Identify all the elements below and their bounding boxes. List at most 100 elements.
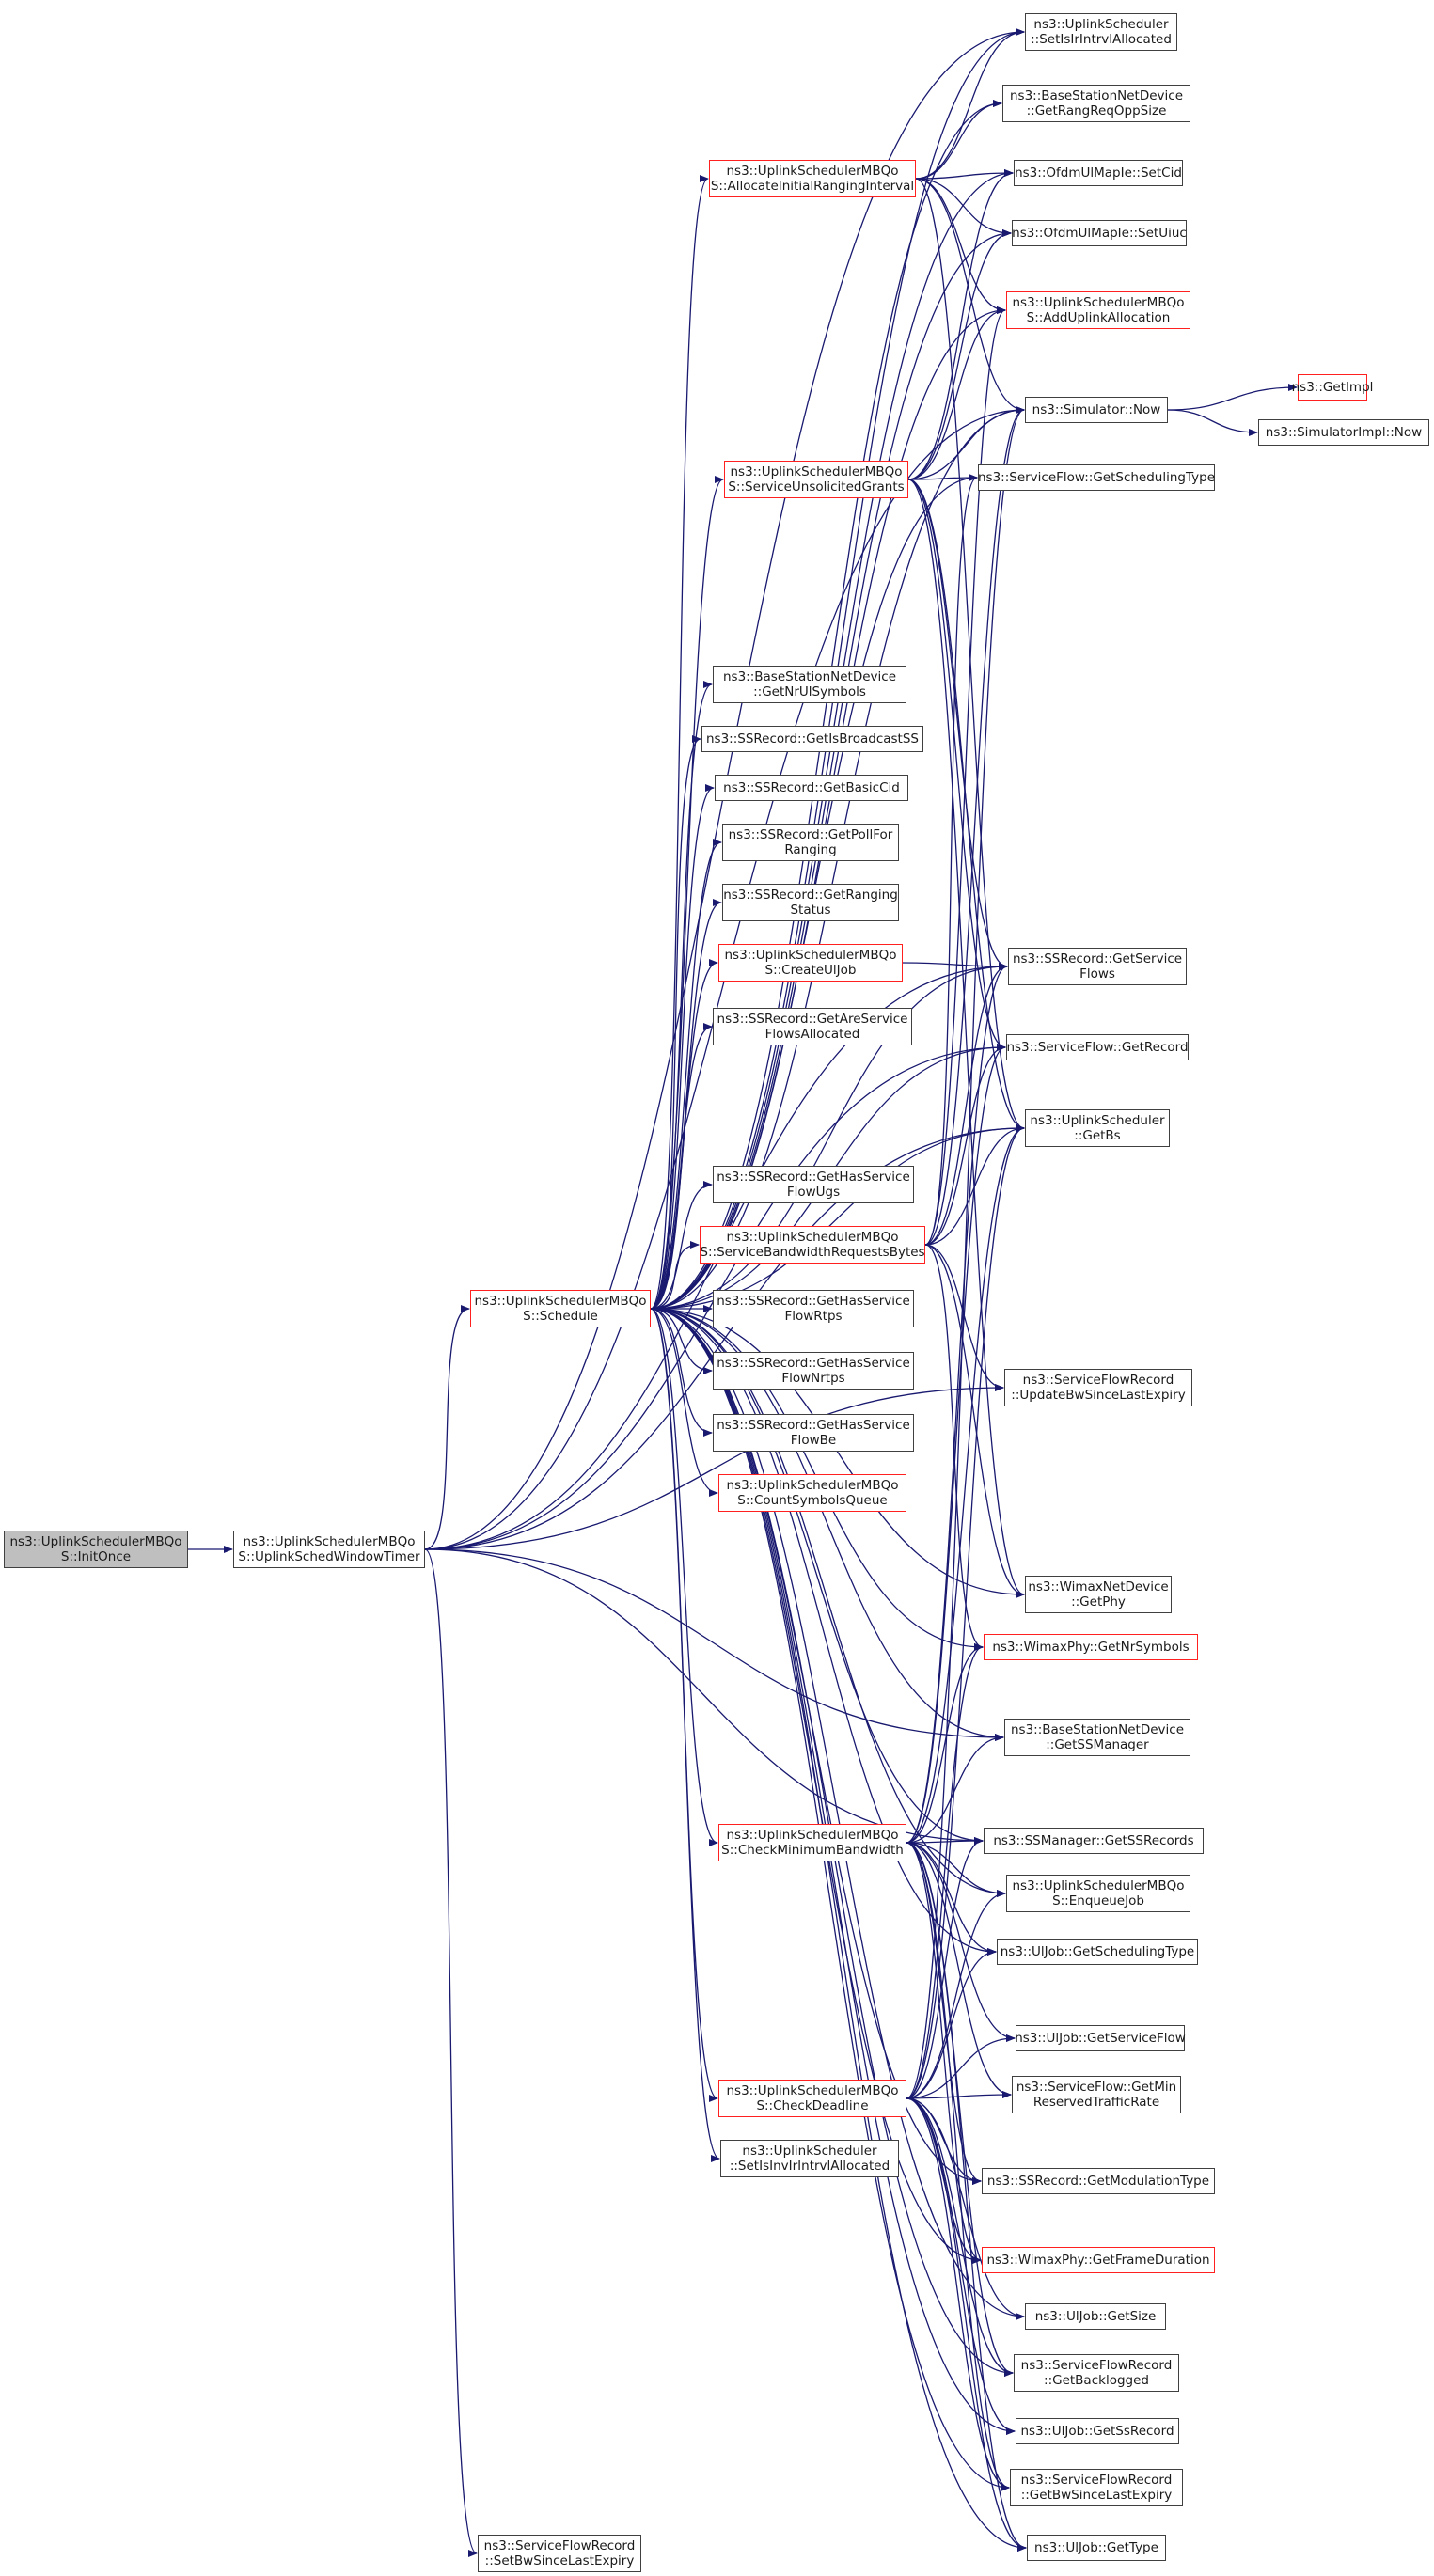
node-simnow[interactable]: ns3::Simulator::Now bbox=[1025, 397, 1168, 423]
edge-unsolicited-to-adduplink bbox=[907, 306, 1006, 480]
node-getbw-since-last[interactable]: ns3::ServiceFlowRecord::GetBwSinceLastEx… bbox=[1010, 2469, 1183, 2506]
node-simimplnow[interactable]: ns3::SimulatorImpl::Now bbox=[1258, 419, 1429, 446]
node-getphy[interactable]: ns3::WimaxNetDevice::GetPhy bbox=[1025, 1576, 1172, 1613]
node-label-line: ns3::SSManager::GetSSRecords bbox=[993, 1833, 1194, 1848]
edge-simnow-to-getimpl bbox=[1167, 384, 1298, 411]
node-label-line: ns3::SimulatorImpl::Now bbox=[1265, 425, 1423, 440]
node-label-line: ns3::Simulator::Now bbox=[1032, 402, 1161, 417]
node-label-line: ns3::UplinkScheduler bbox=[1033, 17, 1169, 32]
node-label-line: ns3::SSRecord::GetPollFor bbox=[728, 827, 893, 842]
node-modulationtype[interactable]: ns3::SSRecord::GetModulationType bbox=[982, 2168, 1215, 2194]
edge-schedule-to-rangingstatus bbox=[650, 899, 722, 1310]
node-label-line: ns3::ServiceFlowRecord bbox=[1020, 2358, 1173, 2373]
node-frameduration[interactable]: ns3::WimaxPhy::GetFrameDuration bbox=[982, 2247, 1215, 2273]
node-getbs[interactable]: ns3::UplinkScheduler::GetBs bbox=[1025, 1109, 1170, 1147]
node-uljob-size[interactable]: ns3::UlJob::GetSize bbox=[1025, 2303, 1166, 2330]
node-uljob-type[interactable]: ns3::UlJob::GetType bbox=[1027, 2535, 1166, 2561]
node-basiccid[interactable]: ns3::SSRecord::GetBasicCid bbox=[715, 775, 908, 801]
edge-checkminbw-to-getserviceflows bbox=[906, 963, 1008, 1844]
node-setisirintrvl[interactable]: ns3::UplinkScheduler::SetIsIrIntrvlAlloc… bbox=[1025, 13, 1177, 51]
edge-schedule-to-getserviceflows bbox=[650, 963, 1008, 1310]
node-label-line: ::GetNrUlSymbols bbox=[753, 684, 866, 699]
edge-bwrequests-to-adduplink bbox=[924, 306, 1006, 1246]
node-sf-getrecord[interactable]: ns3::ServiceFlow::GetRecord bbox=[1006, 1034, 1189, 1060]
edge-simnow-to-simimplnow bbox=[1167, 409, 1258, 436]
edge-schedule-to-alloc-ranging bbox=[650, 175, 709, 1310]
node-getnrsymbols[interactable]: ns3::WimaxPhy::GetNrSymbols bbox=[984, 1634, 1198, 1660]
node-uljob-ssrecord[interactable]: ns3::UlJob::GetSsRecord bbox=[1016, 2418, 1179, 2444]
node-label-line: Ranging bbox=[784, 842, 837, 857]
edge-unsolicited-to-getbs bbox=[907, 479, 1025, 1132]
node-label-line: ns3::OfdmUlMapIe::SetUiuc bbox=[1012, 226, 1187, 241]
node-label-line: ns3::ServiceFlowRecord bbox=[1020, 2473, 1173, 2488]
edge-checkminbw-to-frameduration bbox=[906, 1842, 982, 2264]
edge-alloc-ranging-to-simnow bbox=[915, 178, 1025, 414]
edge-schedule-to-unsolicited bbox=[650, 476, 724, 1310]
node-label-line: S::CheckMinimumBandwidth bbox=[721, 1843, 904, 1858]
node-sf-schedtype[interactable]: ns3::ServiceFlow::GetSchedulingType bbox=[978, 464, 1215, 491]
edge-schedule-to-enqueuejob bbox=[650, 1308, 1006, 1897]
edge-schedule-to-basiccid bbox=[650, 784, 715, 1310]
node-uljob-schedtype[interactable]: ns3::UlJob::GetSchedulingType bbox=[997, 1939, 1198, 1965]
node-uljob-serviceflow[interactable]: ns3::UlJob::GetServiceFlow bbox=[1015, 2025, 1186, 2051]
node-nrulsymbols[interactable]: ns3::BaseStationNetDevice::GetNrUlSymbol… bbox=[713, 666, 906, 703]
node-getimpl[interactable]: ns3::GetImpl bbox=[1292, 374, 1373, 401]
call-edges bbox=[188, 28, 1298, 2557]
node-label-line: ns3::UplinkSchedulerMBQo bbox=[726, 1828, 899, 1843]
node-label-line: ns3::UplinkSchedulerMBQo bbox=[726, 164, 899, 179]
node-getbacklogged[interactable]: ns3::ServiceFlowRecord::GetBacklogged bbox=[1014, 2354, 1179, 2392]
edge-alloc-ranging-to-adduplink bbox=[915, 178, 1006, 314]
node-isbroadcast[interactable]: ns3::SSRecord::GetIsBroadcastSS bbox=[701, 726, 923, 752]
node-label-line: ns3::SSRecord::GetAreService bbox=[717, 1012, 908, 1027]
edge-createuljob-to-getserviceflows bbox=[902, 962, 1008, 970]
edge-checkdeadline-to-uljob-schedtype bbox=[906, 1948, 997, 2099]
node-label-line: ns3::SSRecord::GetHasService bbox=[717, 1170, 910, 1185]
node-label-line: S::UplinkSchedWindowTimer bbox=[238, 1549, 420, 1564]
node-label-line: S::CreateUlJob bbox=[764, 963, 857, 978]
node-label-line: ::GetRangReqOppSize bbox=[1026, 103, 1167, 118]
node-updatebw[interactable]: ns3::ServiceFlowRecord::UpdateBwSinceLas… bbox=[1004, 1369, 1192, 1406]
node-setisinvir[interactable]: ns3::UplinkScheduler::SetIsInvIrIntrvlAl… bbox=[720, 2140, 899, 2177]
node-label-line: ns3::ServiceFlow::GetMin bbox=[1016, 2080, 1177, 2095]
node-label-line: ns3::UlJob::GetServiceFlow bbox=[1015, 2031, 1186, 2046]
node-getrangreqopp[interactable]: ns3::BaseStationNetDevice::GetRangReqOpp… bbox=[1002, 85, 1190, 122]
edge-schedule-to-countsymbols bbox=[650, 1308, 718, 1497]
node-label-line: ns3::UlJob::GetSchedulingType bbox=[1000, 1944, 1195, 1959]
node-label-line: Status bbox=[790, 903, 831, 918]
node-getssrecords[interactable]: ns3::SSManager::GetSSRecords bbox=[984, 1828, 1204, 1854]
edge-schedule-to-getssmanager bbox=[650, 1308, 1004, 1741]
node-setuiuc[interactable]: ns3::OfdmUlMapIe::SetUiuc bbox=[1012, 220, 1187, 246]
edge-alloc-ranging-to-setuiuc bbox=[915, 178, 1012, 237]
edge-alloc-ranging-to-setcid bbox=[915, 169, 1014, 180]
node-label-line: ns3::UplinkSchedulerMBQo bbox=[730, 464, 903, 479]
edge-windowtimer-to-updatebw bbox=[424, 1384, 1004, 1550]
node-label-line: ns3::UplinkSchedulerMBQo bbox=[9, 1534, 182, 1549]
edge-schedule-to-setisinvir bbox=[650, 1308, 720, 2162]
edge-schedule-to-bwrequests bbox=[650, 1241, 700, 1310]
node-setcid[interactable]: ns3::OfdmUlMapIe::SetCid bbox=[1014, 160, 1183, 186]
node-setbw-since-last[interactable]: ns3::ServiceFlowRecord::SetBwSinceLastEx… bbox=[478, 2535, 641, 2572]
edge-windowtimer-to-setbw-since-last bbox=[424, 1548, 478, 2557]
node-getssmanager[interactable]: ns3::BaseStationNetDevice::GetSSManager bbox=[1004, 1719, 1190, 1756]
edge-unsolicited-to-getserviceflows bbox=[907, 479, 1008, 970]
